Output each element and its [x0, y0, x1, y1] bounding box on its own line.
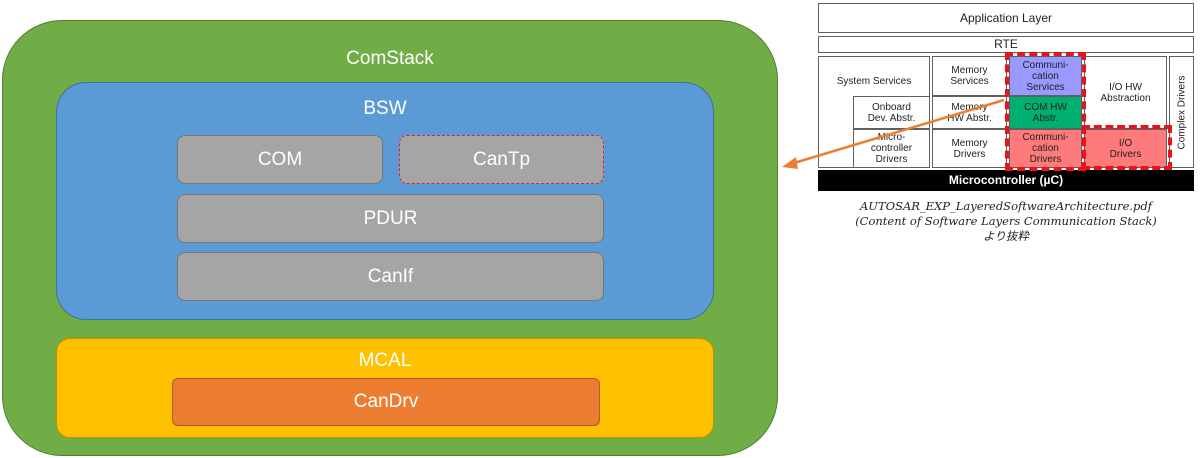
candrv-module: CanDrv	[172, 378, 600, 426]
io-drivers: I/O Drivers	[1084, 129, 1167, 168]
memory-services: Memory Services	[932, 56, 1007, 96]
com-module: COM	[177, 135, 383, 184]
bsw-label: BSW	[363, 98, 407, 119]
autosar-figure: Application Layer RTE System Services On…	[818, 3, 1194, 191]
onboard-dev-abstr: Onboard Dev. Abstr.	[853, 96, 930, 129]
io-drivers-highlight	[1082, 125, 1172, 170]
mcal-label: MCAL	[358, 350, 412, 371]
caption-line-2: (Content of Software Layers Communicatio…	[855, 214, 1157, 228]
communication-services: Communi- cation Services	[1009, 56, 1082, 96]
memory-drivers: Memory Drivers	[932, 129, 1007, 168]
pdur-module: PDUR	[177, 194, 604, 243]
caption-line-1: AUTOSAR_EXP_LayeredSoftwareArchitecture.…	[859, 199, 1153, 213]
caption-line-3: より抜粋	[983, 229, 1029, 243]
cantp-module: CanTp	[399, 135, 604, 184]
comstack-label: ComStack	[346, 48, 434, 69]
figure-caption: AUTOSAR_EXP_LayeredSoftwareArchitecture.…	[820, 199, 1192, 244]
canif-module: CanIf	[177, 252, 604, 301]
microcontroller-drivers: Micro- controller Drivers	[853, 129, 930, 168]
pointer-arrow-line	[793, 98, 1005, 165]
pointer-arrow-head	[782, 157, 798, 169]
application-layer: Application Layer	[818, 3, 1194, 33]
communication-drivers: Communi- cation Drivers	[1009, 129, 1082, 168]
memory-hw-abstr: Memory HW Abstr.	[932, 96, 1007, 129]
microcontroller-layer: Microcontroller (µC)	[818, 170, 1194, 191]
com-hw-abstr: COM HW Abstr.	[1009, 96, 1082, 129]
complex-drivers: Complex Drivers	[1169, 56, 1194, 168]
comm-column-highlight	[1005, 52, 1086, 171]
